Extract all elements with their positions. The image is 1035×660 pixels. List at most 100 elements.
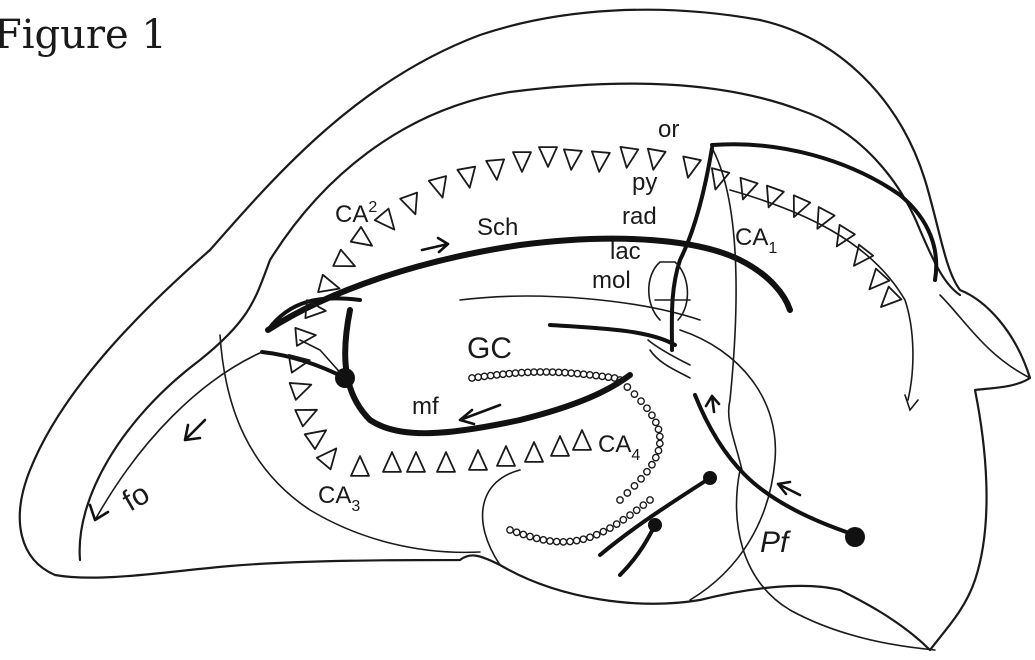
pyramidal-cell — [351, 227, 378, 253]
granule-cell — [475, 374, 481, 380]
label-ca4-prefix: CA — [598, 431, 631, 458]
pyramidal-cell — [333, 250, 359, 275]
label-ca4-sub: 4 — [631, 447, 640, 464]
outer-outline — [20, 10, 1030, 650]
granule-cell — [540, 537, 546, 543]
granule-cell — [507, 527, 513, 533]
label-sch: Sch — [477, 214, 518, 241]
pf-lobe — [737, 470, 935, 650]
pyramidal-cell — [400, 193, 424, 218]
pyramidal-cell — [375, 209, 402, 236]
granule-cell — [593, 532, 599, 538]
granule-cell — [500, 371, 506, 377]
label-ca1-prefix: CA — [735, 224, 768, 251]
pyramidal-cell — [295, 402, 321, 427]
granule-cell — [556, 369, 562, 375]
pyramidal-cell — [513, 152, 531, 172]
dendrite-tree — [648, 262, 690, 378]
granule-cell — [638, 476, 644, 482]
label-ca2-sub: 2 — [368, 199, 377, 216]
granule-cell — [506, 370, 512, 376]
pyramidal-cell — [734, 178, 757, 202]
granule-cell — [631, 483, 637, 489]
pf-soma — [845, 527, 865, 547]
granule-cell — [518, 369, 524, 375]
pyramidal-cell — [457, 167, 478, 190]
granule-cell — [580, 371, 586, 377]
pyramidal-cell — [644, 149, 665, 172]
label-gc: GC — [467, 332, 512, 365]
granule-cell — [607, 525, 613, 531]
pyramidal-cell — [875, 287, 902, 314]
granule-cell — [655, 447, 661, 453]
granule-cell — [620, 517, 626, 523]
sch-arrow — [422, 238, 448, 252]
granule-cell — [599, 373, 605, 379]
granule-cell — [649, 412, 655, 418]
label-ca2-prefix: CA — [335, 201, 368, 228]
granule-cell — [627, 512, 633, 518]
pyramidal-cell — [497, 446, 515, 466]
fornix-arrow-2 — [185, 420, 205, 440]
granule-cell — [587, 534, 593, 540]
label-ca2: CA2 — [335, 199, 377, 228]
pf-up-arrow — [706, 396, 719, 412]
granule-cell — [638, 398, 644, 404]
granule-cell — [617, 497, 623, 503]
inner-contour — [80, 84, 960, 560]
granule-cell — [574, 370, 580, 376]
granule-cell — [653, 419, 659, 425]
granule-cell — [644, 405, 650, 411]
granule-cell — [469, 375, 475, 381]
label-ca4: CA4 — [598, 431, 640, 464]
label-py: py — [632, 169, 657, 196]
lower-gc-axon-2 — [620, 525, 655, 575]
lower-gc-soma-2 — [648, 518, 662, 532]
pyramidal-cell — [573, 430, 591, 450]
pyramidal-cell — [383, 452, 401, 472]
pyramidal-cell — [618, 147, 639, 169]
granule-cell — [580, 536, 586, 542]
label-mf: mf — [412, 393, 439, 420]
granule-cell — [655, 426, 661, 432]
granule-cell — [494, 372, 500, 378]
ca1-basal — [712, 148, 742, 470]
granule-cell — [631, 391, 637, 397]
label-rad: rad — [622, 203, 657, 230]
granule-cell — [624, 384, 630, 390]
granule-cell — [624, 490, 630, 496]
granule-cell — [568, 370, 574, 376]
granule-cell — [553, 538, 559, 544]
granule-cell — [640, 502, 646, 508]
granule-cell — [520, 531, 526, 537]
granule-cell — [527, 533, 533, 539]
granule-cell — [481, 373, 487, 379]
pyramidal-cell — [539, 147, 557, 167]
granule-cell — [487, 372, 493, 378]
granule-cell — [560, 539, 566, 545]
pyramidal-cell — [429, 176, 452, 200]
label-ca1: CA1 — [735, 224, 777, 257]
pyramidal-cell — [317, 443, 344, 470]
pyramidal-cell — [829, 225, 855, 251]
pyramidal-cell — [486, 159, 506, 180]
pyramidal-cell — [551, 436, 569, 456]
label-fo: fo — [117, 477, 155, 518]
granule-cell — [657, 433, 663, 439]
label-ca3: CA3 — [318, 482, 360, 515]
granule-cell — [525, 369, 531, 375]
right-lobe-contour — [940, 295, 1030, 378]
granule-cell — [647, 497, 653, 503]
pf-branch — [695, 395, 745, 475]
pyramidal-cell — [290, 376, 315, 400]
gc-axon — [550, 325, 675, 345]
granule-cell — [633, 507, 639, 513]
label-pf: Pf — [760, 526, 791, 559]
granule-cell — [562, 369, 568, 375]
granule-cell — [513, 529, 519, 535]
granule-cell — [653, 454, 659, 460]
pyramidal-cell — [407, 452, 425, 472]
pyramidal-cell — [525, 442, 543, 462]
dentate-loop-outer — [220, 335, 480, 552]
